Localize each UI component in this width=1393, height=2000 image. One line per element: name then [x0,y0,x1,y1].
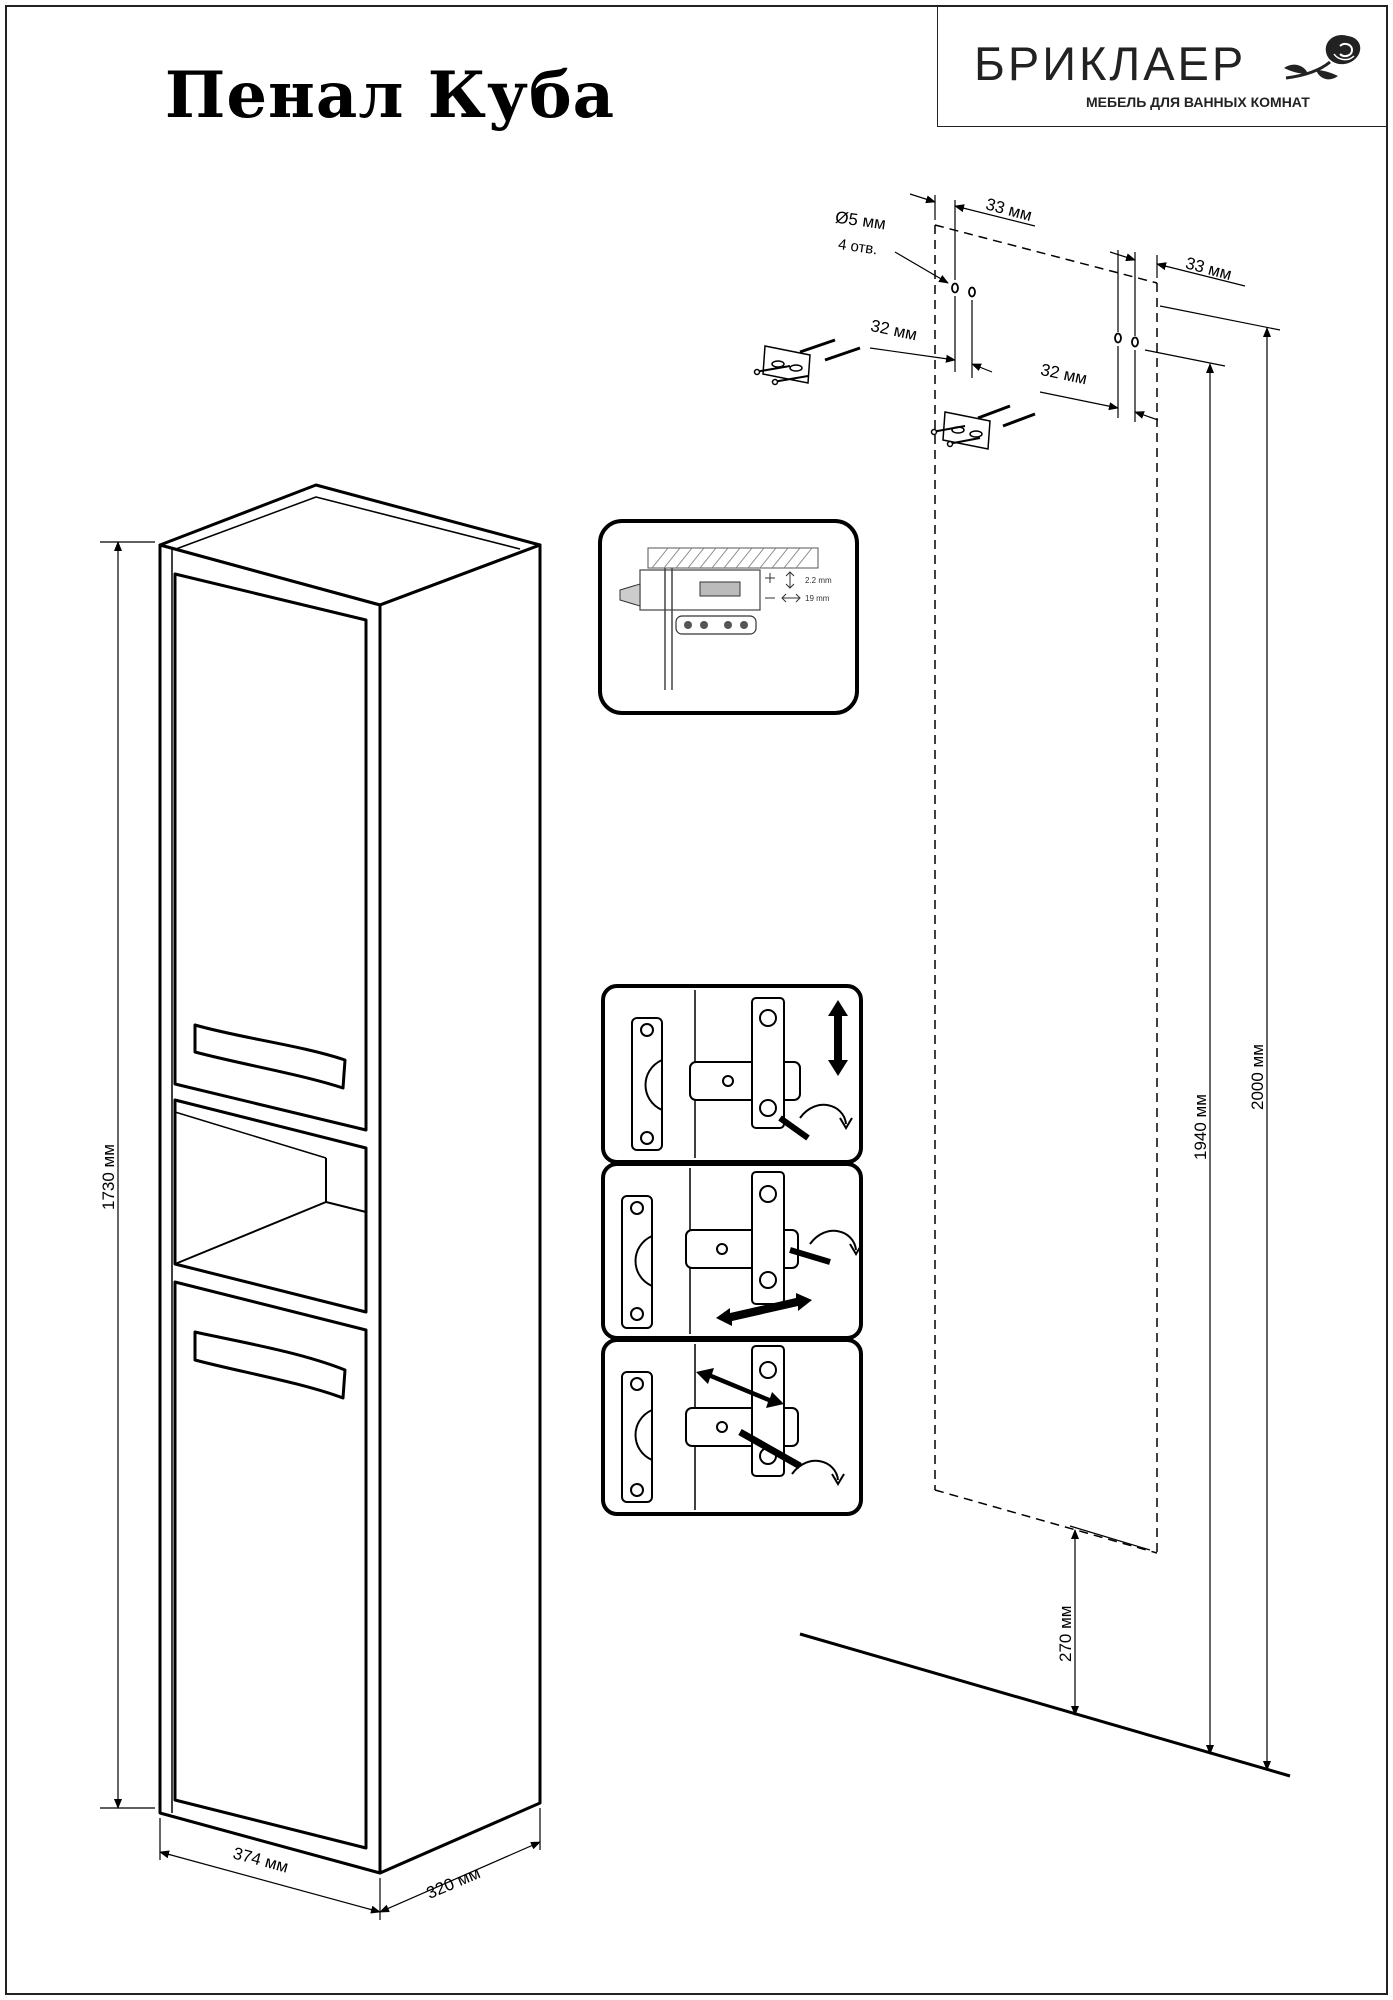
rose-icon [1284,34,1361,80]
cabinet-drawing [158,483,542,1875]
upper-door [173,572,368,1132]
edge-offset-left-label: 33 мм [984,195,1034,226]
dim-cabinet-depth [379,1808,541,1913]
page-border [5,5,1388,1995]
hole-spacing-right-label: 32 мм [1039,360,1089,388]
dim-right-group [1039,250,1246,422]
hole-4 [1131,336,1139,348]
dim-cabinet-height [100,541,155,1809]
wall-bracket-left [753,338,861,386]
cabinet-depth-label: 320 мм [424,1863,483,1903]
hole-3 [1114,332,1122,344]
cabinet-front [158,543,382,1875]
dim-left-group [869,193,1036,378]
hole-spacing-left-label: 32 мм [869,316,919,344]
hanger-horizontal-label: 19 mm [805,594,830,603]
lower-door [173,1280,368,1850]
cabinet-width-label: 374 мм [231,1844,290,1877]
wall-outline [934,224,1158,1554]
hole-diameter-label: Ø5 мм [834,208,887,234]
hole-1 [951,282,959,294]
hanger-vertical-label: 2.2 mm [805,576,832,585]
page-title: Пенал Куба [164,58,616,133]
floor-clearance-label: 270 мм [1056,1606,1075,1662]
edge-offset-right-label: 33 мм [1183,253,1233,284]
hinge-depth-adjust-icon [601,1338,863,1516]
hanger-detail-inset: 2.2 mm 19 mm [598,519,859,715]
cabinet-height-label: 1730 мм [99,1144,118,1210]
floor-line [799,1632,1291,1778]
logo-subtitle: МЕБЕЛЬ ДЛЯ ВАННЫХ КОМНАТ [1086,94,1310,110]
logo-brand: БРИКЛАЕР [974,37,1247,90]
logo-box: БРИКЛАЕР МЕБЕЛЬ ДЛЯ ВАННЫХ КОМНАТ [937,6,1387,127]
open-shelf-niche [173,1098,368,1314]
dim-vertical-group [1069,305,1281,1771]
hole-count-label: 4 отв. [837,236,879,258]
lower-door-handle [193,1330,347,1400]
hinge-vertical-adjust-icon [601,984,863,1164]
hole-2 [968,286,976,298]
mounting-holes [951,282,1139,348]
height-to-holes-label: 1940 мм [1191,1094,1210,1160]
hinge-horizontal-adjust-icon [601,1162,863,1340]
cabinet-side [378,543,542,1875]
wall-bracket-right [930,404,1036,450]
total-height-label: 2000 мм [1248,1044,1267,1110]
upper-door-handle [193,1023,347,1090]
